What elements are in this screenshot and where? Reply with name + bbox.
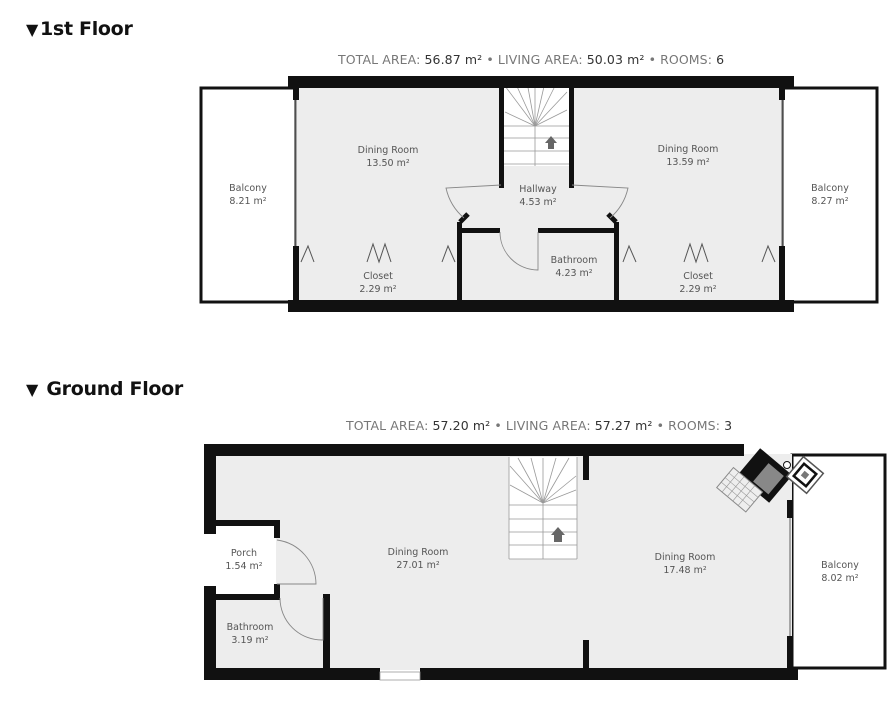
svg-text:8.27 m²: 8.27 m² <box>811 196 848 207</box>
fireplace-icon <box>716 448 793 513</box>
svg-text:Balcony: Balcony <box>811 183 849 194</box>
collapse-triangle-icon[interactable]: ▼ <box>26 20 39 39</box>
svg-text:17.48 m²: 17.48 m² <box>663 565 706 576</box>
svg-text:3.19 m²: 3.19 m² <box>231 635 268 646</box>
room-balcony-right[interactable] <box>780 86 879 304</box>
stair-up-arrow-icon <box>551 527 565 542</box>
total-area-label: TOTAL AREA: <box>346 418 429 433</box>
room-labels-1st: Balcony 8.21 m² Dining Room 13.50 m² Clo… <box>229 144 849 295</box>
floor-stats-ground: TOTAL AREA: 57.20 m² • LIVING AREA: 57.2… <box>346 418 732 433</box>
rooms-value: 6 <box>716 52 725 67</box>
living-area-value: 57.27 m² <box>594 418 653 433</box>
svg-text:13.50 m²: 13.50 m² <box>366 158 409 169</box>
door-swings <box>276 539 324 641</box>
closet-door-icons <box>300 242 776 264</box>
floor-plan-1st: Balcony 8.21 m² Dining Room 13.50 m² Clo… <box>199 76 879 312</box>
svg-text:Closet: Closet <box>683 271 713 282</box>
front-door[interactable] <box>379 671 421 681</box>
wall-bottom <box>204 668 380 680</box>
separator: • <box>494 418 502 433</box>
floor-plan-ground: Porch 1.54 m² Bathroom 3.19 m² Dining Ro… <box>202 444 887 681</box>
stair-treads <box>508 457 578 560</box>
total-area-value: 57.20 m² <box>432 418 491 433</box>
svg-text:Bathroom: Bathroom <box>227 622 274 633</box>
room-porch[interactable] <box>212 526 276 594</box>
room-labels-ground: Porch 1.54 m² Bathroom 3.19 m² Dining Ro… <box>225 547 859 646</box>
svg-text:1.54 m²: 1.54 m² <box>225 561 262 572</box>
floor-title-1st[interactable]: ▼1st Floor <box>26 18 133 40</box>
svg-text:27.01 m²: 27.01 m² <box>396 560 439 571</box>
collapse-triangle-icon[interactable]: ▼ <box>26 380 39 399</box>
living-area-label: LIVING AREA: <box>497 52 583 67</box>
floor-interior <box>212 454 792 670</box>
svg-text:8.02 m²: 8.02 m² <box>821 573 858 584</box>
wall-bottom <box>288 300 794 312</box>
svg-text:2.29 m²: 2.29 m² <box>679 284 716 295</box>
floor-name: Ground Floor <box>46 378 183 400</box>
svg-text:Dining Room: Dining Room <box>655 552 716 563</box>
rooms-label: ROOMS: <box>668 418 721 433</box>
svg-text:Porch: Porch <box>231 548 257 559</box>
svg-text:Hallway: Hallway <box>519 184 557 195</box>
total-area-label: TOTAL AREA: <box>338 52 421 67</box>
separator: • <box>486 52 494 67</box>
living-area-value: 50.03 m² <box>586 52 645 67</box>
floor-title-ground[interactable]: ▼ Ground Floor <box>26 378 183 400</box>
floor-stats-1st: TOTAL AREA: 56.87 m² • LIVING AREA: 50.0… <box>338 52 724 67</box>
svg-text:Dining Room: Dining Room <box>658 144 719 155</box>
stair-up-arrow-icon <box>545 136 557 149</box>
svg-text:Balcony: Balcony <box>821 560 859 571</box>
svg-text:8.21 m²: 8.21 m² <box>229 196 266 207</box>
stove-icon <box>785 455 825 495</box>
room-balcony-left[interactable] <box>199 86 298 304</box>
svg-text:Bathroom: Bathroom <box>551 255 598 266</box>
total-area-value: 56.87 m² <box>424 52 483 67</box>
svg-text:13.59 m²: 13.59 m² <box>666 157 709 168</box>
floor-name: 1st Floor <box>40 18 133 40</box>
wall-top <box>204 444 744 456</box>
rooms-label: ROOMS: <box>660 52 713 67</box>
separator: • <box>648 52 657 67</box>
rooms-value: 3 <box>724 418 733 433</box>
svg-text:4.53 m²: 4.53 m² <box>519 197 556 208</box>
living-area-label: LIVING AREA: <box>505 418 591 433</box>
door-swings <box>445 184 629 271</box>
svg-text:4.23 m²: 4.23 m² <box>555 268 592 279</box>
svg-text:2.29 m²: 2.29 m² <box>359 284 396 295</box>
svg-text:Closet: Closet <box>363 271 393 282</box>
stair-treads <box>503 81 569 166</box>
separator: • <box>656 418 665 433</box>
wall-top <box>288 76 794 88</box>
svg-text:Dining Room: Dining Room <box>358 145 419 156</box>
svg-text:Balcony: Balcony <box>229 183 267 194</box>
svg-text:Dining Room: Dining Room <box>388 547 449 558</box>
